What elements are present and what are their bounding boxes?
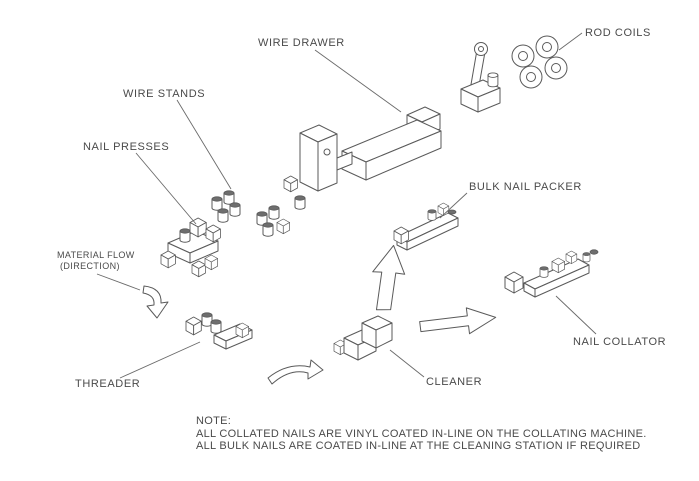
rod-coils-leader-line — [558, 32, 583, 51]
wire-drawer-label: WIRE DRAWER — [258, 37, 345, 49]
bulk-nail-packer-leader-line — [439, 192, 468, 219]
wire-looper-machine — [460, 42, 501, 113]
nail-collator-label: NAIL COLLATOR — [573, 336, 666, 348]
wire-stands-label: WIRE STANDS — [123, 88, 205, 100]
rod-coils-label: ROD COILS — [585, 27, 651, 39]
flow-arrow-right — [419, 307, 497, 335]
cleaner-leader-line — [389, 349, 425, 378]
threader-label: THREADER — [75, 378, 140, 390]
wire-drawer-leader-line — [314, 49, 402, 113]
nail-collator-machine — [504, 249, 599, 298]
material-flow-label: MATERIAL FLOW — [57, 250, 135, 260]
bulk-nail-packer-machine — [393, 202, 459, 251]
wire-stands-leader-line — [176, 99, 232, 190]
threader-leader-line — [119, 341, 201, 379]
wire-drawer-machine — [283, 106, 442, 210]
wire-stands-machines — [211, 190, 290, 237]
cleaner-machine — [333, 315, 393, 361]
rod-coils-machine — [511, 35, 568, 89]
threader-machine — [185, 312, 253, 350]
flow-arrow-up — [372, 244, 406, 311]
nail-presses-label: NAIL PRESSES — [83, 141, 169, 153]
material-flow-direction-label: (DIRECTION) — [60, 261, 120, 271]
material-flow-leader-line — [96, 273, 141, 291]
nail-collator-leader-line — [555, 295, 597, 335]
note-heading: NOTE: — [196, 415, 231, 427]
cleaner-label: CLEANER — [426, 376, 482, 388]
nail-presses-leader-line — [135, 152, 197, 225]
material-flow-arrow — [142, 285, 169, 319]
note-line-1: ALL COLLATED NAILS ARE VINYL COATED IN-L… — [196, 428, 647, 440]
note-line-2: ALL BULK NAILS ARE COATED IN-LINE AT THE… — [196, 440, 641, 452]
flow-arrow-curved — [267, 359, 324, 385]
nail-presses-machines — [160, 217, 221, 278]
bulk-nail-packer-label: BULK NAIL PACKER — [469, 181, 582, 193]
